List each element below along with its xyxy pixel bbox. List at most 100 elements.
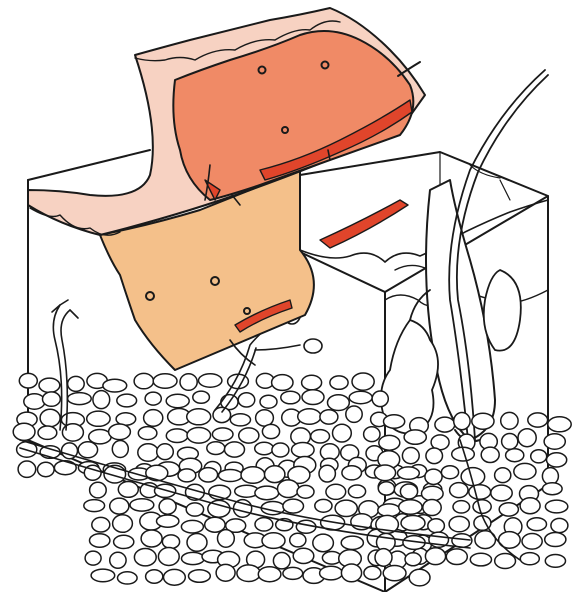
fat-cell — [453, 501, 470, 513]
fat-cell — [18, 461, 36, 477]
fat-cell — [543, 483, 563, 495]
fat-cell — [491, 485, 512, 501]
fat-cell — [239, 428, 259, 443]
fat-cell — [374, 465, 395, 481]
fat-cell — [320, 566, 343, 580]
fat-cell — [281, 391, 300, 404]
fat-cell — [514, 463, 536, 479]
fat-cell — [199, 374, 222, 387]
fat-cell — [166, 429, 188, 443]
fat-cell — [375, 549, 392, 567]
fat-cell — [146, 465, 168, 480]
fat-cell — [302, 390, 324, 405]
fat-cell — [265, 466, 285, 483]
fat-cell — [130, 499, 154, 511]
fat-cell — [384, 415, 405, 428]
fat-cell — [481, 447, 499, 462]
fat-cell — [335, 500, 357, 516]
fat-cell — [547, 453, 567, 467]
fat-cell — [528, 413, 548, 427]
fat-cell — [187, 409, 211, 425]
fat-cell — [341, 564, 361, 582]
fat-cell — [292, 443, 315, 458]
fat-cell — [428, 519, 445, 533]
fat-cell — [341, 536, 363, 549]
fat-cell — [182, 552, 205, 564]
fat-cell — [93, 391, 110, 409]
fat-cell — [501, 412, 518, 429]
fat-cell — [153, 374, 177, 389]
fat-cell — [495, 554, 516, 569]
fat-cell — [262, 424, 279, 438]
fat-cell — [146, 570, 163, 583]
fat-cell — [87, 411, 110, 426]
fat-cell — [157, 515, 179, 527]
fat-cell — [297, 485, 314, 498]
fat-cell — [256, 410, 274, 426]
fat-cell — [89, 430, 111, 444]
fat-cell — [379, 435, 400, 450]
fat-cell — [342, 466, 362, 480]
fat-cell — [311, 430, 330, 443]
fat-cell — [134, 373, 153, 388]
fat-cell — [255, 518, 273, 531]
fat-cell — [187, 428, 211, 444]
fat-cell — [141, 530, 162, 547]
fat-cell — [502, 434, 518, 450]
fat-cell — [117, 394, 137, 407]
fat-cell — [527, 518, 546, 531]
fat-cell — [313, 534, 334, 552]
fat-cell — [454, 413, 470, 430]
fat-cell — [181, 520, 203, 533]
fat-cell — [278, 480, 299, 498]
fat-cell — [326, 484, 346, 499]
fat-cell — [85, 551, 101, 565]
fat-cell — [450, 483, 468, 498]
fat-cell — [218, 530, 235, 548]
fat-cell — [378, 504, 400, 517]
fat-cell — [255, 486, 279, 500]
fat-cell — [43, 392, 61, 406]
fat-cell — [159, 499, 176, 514]
fat-cell — [544, 434, 565, 449]
fat-cell — [145, 392, 161, 405]
fat-cell — [237, 565, 260, 582]
fat-cell — [180, 374, 197, 391]
fat-cell — [216, 564, 235, 581]
fat-cell — [110, 498, 129, 514]
fat-cell — [38, 462, 55, 476]
fat-cell — [68, 376, 85, 391]
fat-cell — [520, 498, 540, 514]
fat-cell — [68, 393, 92, 405]
fat-cell — [472, 413, 494, 429]
fat-cell — [118, 572, 138, 584]
fat-cell — [364, 566, 381, 579]
fat-cell — [272, 375, 293, 391]
fat-cell — [112, 441, 128, 458]
fat-cell — [333, 424, 352, 442]
fat-cell — [144, 410, 163, 427]
fat-cell — [13, 423, 35, 440]
fat-cell — [290, 533, 306, 547]
fat-cell — [348, 485, 365, 498]
fat-cell — [531, 450, 547, 463]
fat-cell — [298, 409, 321, 424]
fat-cell — [273, 553, 290, 569]
fat-cell — [186, 503, 203, 516]
fat-cell — [319, 465, 335, 482]
fat-cell — [138, 444, 159, 461]
fat-cell — [199, 468, 218, 482]
fat-cell — [38, 426, 57, 439]
fat-cell — [473, 500, 491, 514]
fat-cell — [328, 395, 350, 411]
fat-cell — [409, 569, 430, 586]
fat-cell — [90, 482, 107, 498]
sebaceous-gland — [484, 270, 521, 351]
fat-cell — [545, 500, 567, 513]
fat-cell — [446, 549, 467, 565]
fat-cell — [320, 410, 338, 424]
fat-cell — [110, 552, 126, 568]
fat-cell — [230, 414, 250, 426]
fat-cell — [302, 375, 322, 390]
